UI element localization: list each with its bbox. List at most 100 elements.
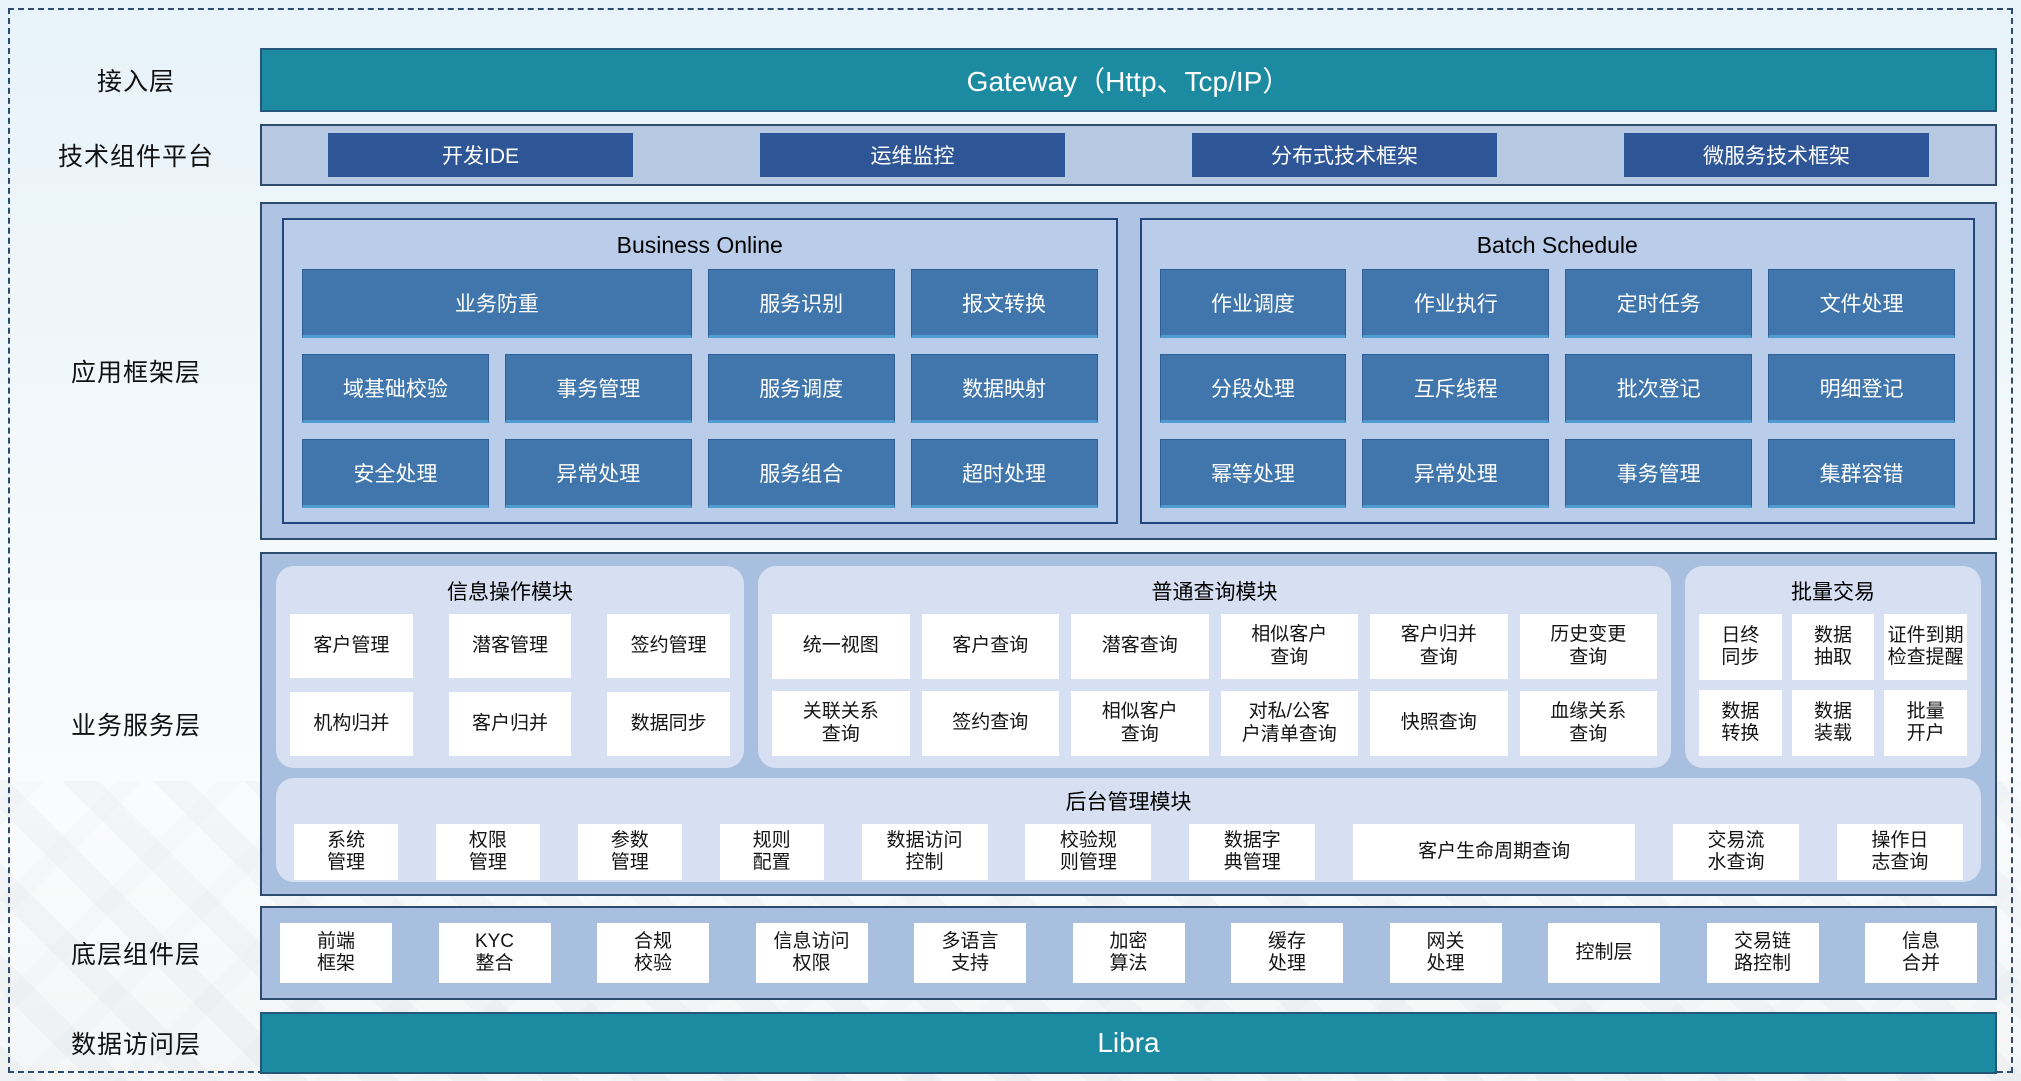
batch-trade-card: 证件到期 检查提醒 <box>1884 614 1967 680</box>
libra-bar: Libra <box>260 1012 1997 1074</box>
bs-block: 定时任务 <box>1565 269 1753 338</box>
bs-block: 集群容错 <box>1768 439 1955 508</box>
bs-block: 分段处理 <box>1159 354 1347 423</box>
base-card: KYC 整合 <box>438 923 551 983</box>
bs-block: 作业执行 <box>1362 269 1550 338</box>
layer-label-tech-platform: 技术组件平台 <box>57 143 214 171</box>
layer-access: 接入层 Gateway（Http、Tcp/IP） <box>12 48 2009 112</box>
bs-block: 批次登记 <box>1565 354 1753 423</box>
app-framework-container: Business Online 业务防重 服务识别 报文转换 域基础校验 事务管… <box>260 202 1997 540</box>
layer-label-data-access: 数据访问层 <box>70 1031 201 1059</box>
tech-item-ops-monitor: 运维监控 <box>760 133 1065 177</box>
batch-trade-card: 数据 抽取 <box>1791 614 1875 680</box>
batch-trade-card: 日终 同步 <box>1699 614 1782 680</box>
admin-card: 参数 管理 <box>577 824 682 880</box>
layer-business-service: 业务服务层 信息操作模块 客户管理 潜客管理 签约管理 机构归并 客户归并 <box>12 552 2009 896</box>
admin-card: 校验规 则管理 <box>1025 824 1152 880</box>
admin-card: 数据访问 控制 <box>861 824 988 880</box>
query-card: 统一视图 <box>772 614 910 679</box>
bo-block: 服务组合 <box>707 439 895 508</box>
bo-block: 安全处理 <box>302 439 489 508</box>
base-card: 加密 算法 <box>1072 923 1185 983</box>
bo-block: 事务管理 <box>504 354 692 423</box>
query-card: 客户查询 <box>921 614 1059 679</box>
bs-block: 明细登记 <box>1768 354 1955 423</box>
query-card: 相似客户 查询 <box>1071 691 1209 756</box>
query-card: 潜客查询 <box>1071 614 1209 679</box>
admin-card: 客户生命周期查询 <box>1353 824 1636 880</box>
query-card: 血缘关系 查询 <box>1519 691 1657 756</box>
common-query-grid: 统一视图 客户查询 潜客查询 相似客户 查询 客户归并 查询 历史变更 查询 关… <box>772 614 1657 756</box>
layer-label-access: 接入层 <box>96 68 175 96</box>
base-card: 网关 处理 <box>1389 923 1502 983</box>
bo-block: 服务调度 <box>707 354 895 423</box>
bo-block: 报文转换 <box>910 269 1098 338</box>
bo-block: 业务防重 <box>302 269 692 338</box>
admin-card: 权限 管理 <box>435 824 540 880</box>
business-online-title: Business Online <box>616 232 783 258</box>
info-card: 客户管理 <box>290 614 413 678</box>
info-card: 签约管理 <box>607 614 730 678</box>
layer-base-components: 底层组件层 前端 框架 KYC 整合 合规 校验 信息访问 权限 多语言 支持 … <box>12 906 2009 1000</box>
common-query-panel: 普通查询模块 统一视图 客户查询 潜客查询 相似客户 查询 客户归并 查询 历史… <box>758 566 1671 768</box>
query-card: 相似客户 查询 <box>1220 614 1358 679</box>
gateway-bar: Gateway（Http、Tcp/IP） <box>260 48 1997 112</box>
layer-label-base-components: 底层组件层 <box>70 941 201 969</box>
admin-card: 规则 配置 <box>719 824 824 880</box>
business-online-grid: 业务防重 服务识别 报文转换 域基础校验 事务管理 服务调度 数据映射 安全处理… <box>302 269 1098 508</box>
base-card: 前端 框架 <box>280 923 392 983</box>
base-card: 缓存 处理 <box>1231 923 1343 983</box>
bs-block: 互斥线程 <box>1362 354 1550 423</box>
info-card: 潜客管理 <box>448 614 572 678</box>
business-online-panel: Business Online 业务防重 服务识别 报文转换 域基础校验 事务管… <box>282 218 1118 524</box>
batch-schedule-title: Batch Schedule <box>1476 232 1638 258</box>
query-card: 历史变更 查询 <box>1519 614 1657 679</box>
base-components-row: 前端 框架 KYC 整合 合规 校验 信息访问 权限 多语言 支持 加密 算法 … <box>260 906 1997 1000</box>
batch-trade-card: 数据 转换 <box>1699 690 1782 756</box>
query-card: 关联关系 查询 <box>772 691 910 756</box>
base-card: 控制层 <box>1548 923 1660 983</box>
admin-card: 操作日 志查询 <box>1836 824 1963 880</box>
query-card: 客户归并 查询 <box>1370 614 1508 679</box>
tech-item-dev-ide: 开发IDE <box>328 133 633 177</box>
batch-trade-card: 数据 装载 <box>1791 690 1875 756</box>
business-service-container: 信息操作模块 客户管理 潜客管理 签约管理 机构归并 客户归并 数据同步 <box>260 552 1997 896</box>
base-card: 多语言 支持 <box>914 923 1026 983</box>
common-query-title: 普通查询模块 <box>1151 581 1278 604</box>
bs-block: 事务管理 <box>1565 439 1753 508</box>
bo-block: 数据映射 <box>910 354 1098 423</box>
layer-data-access: 数据访问层 Libra <box>12 1012 2009 1074</box>
bs-block: 幂等处理 <box>1159 439 1347 508</box>
batch-trade-grid: 日终 同步 数据 抽取 证件到期 检查提醒 数据 转换 数据 装载 批量 开户 <box>1699 614 1967 756</box>
info-operation-title: 信息操作模块 <box>447 581 573 604</box>
info-operation-panel: 信息操作模块 客户管理 潜客管理 签约管理 机构归并 客户归并 数据同步 <box>276 566 744 768</box>
layer-label-business-service: 业务服务层 <box>70 712 201 740</box>
base-card: 交易链 路控制 <box>1706 923 1819 983</box>
query-card: 对私/公客 户清单查询 <box>1220 691 1358 756</box>
tech-item-microservice-framework: 微服务技术框架 <box>1624 133 1929 177</box>
bo-block: 域基础校验 <box>302 354 489 423</box>
tech-platform-row: 开发IDE 运维监控 分布式技术框架 微服务技术框架 <box>260 124 1997 186</box>
business-service-top-row: 信息操作模块 客户管理 潜客管理 签约管理 机构归并 客户归并 数据同步 <box>276 566 1981 768</box>
bo-block: 异常处理 <box>504 439 692 508</box>
query-card: 签约查询 <box>921 691 1059 756</box>
batch-trade-title: 批量交易 <box>1791 581 1875 604</box>
bo-block: 服务识别 <box>707 269 895 338</box>
admin-card: 数据字 典管理 <box>1189 824 1316 880</box>
tech-item-distributed-framework: 分布式技术框架 <box>1192 133 1497 177</box>
batch-trade-panel: 批量交易 日终 同步 数据 抽取 证件到期 检查提醒 数据 转换 数据 装载 批… <box>1685 566 1981 768</box>
admin-module-panel: 后台管理模块 系统 管理 权限 管理 参数 管理 规则 配置 数据访问 控制 校… <box>276 778 1981 882</box>
admin-card: 系统 管理 <box>294 824 398 880</box>
admin-module-title: 后台管理模块 <box>1065 791 1192 814</box>
layer-label-app-framework: 应用框架层 <box>70 359 201 387</box>
base-card: 信息访问 权限 <box>755 923 868 983</box>
diagram-content: 接入层 Gateway（Http、Tcp/IP） 技术组件平台 开发IDE 运维… <box>12 12 2009 1074</box>
admin-card: 交易流 水查询 <box>1673 824 1799 880</box>
batch-schedule-grid: 作业调度 作业执行 定时任务 文件处理 分段处理 互斥线程 批次登记 明细登记 … <box>1159 269 1955 508</box>
bs-block: 异常处理 <box>1362 439 1550 508</box>
query-card: 快照查询 <box>1370 691 1508 756</box>
batch-schedule-panel: Batch Schedule 作业调度 作业执行 定时任务 文件处理 分段处理 … <box>1139 218 1975 524</box>
base-card: 信息 合并 <box>1865 923 1977 983</box>
info-card: 客户归并 <box>448 692 572 756</box>
